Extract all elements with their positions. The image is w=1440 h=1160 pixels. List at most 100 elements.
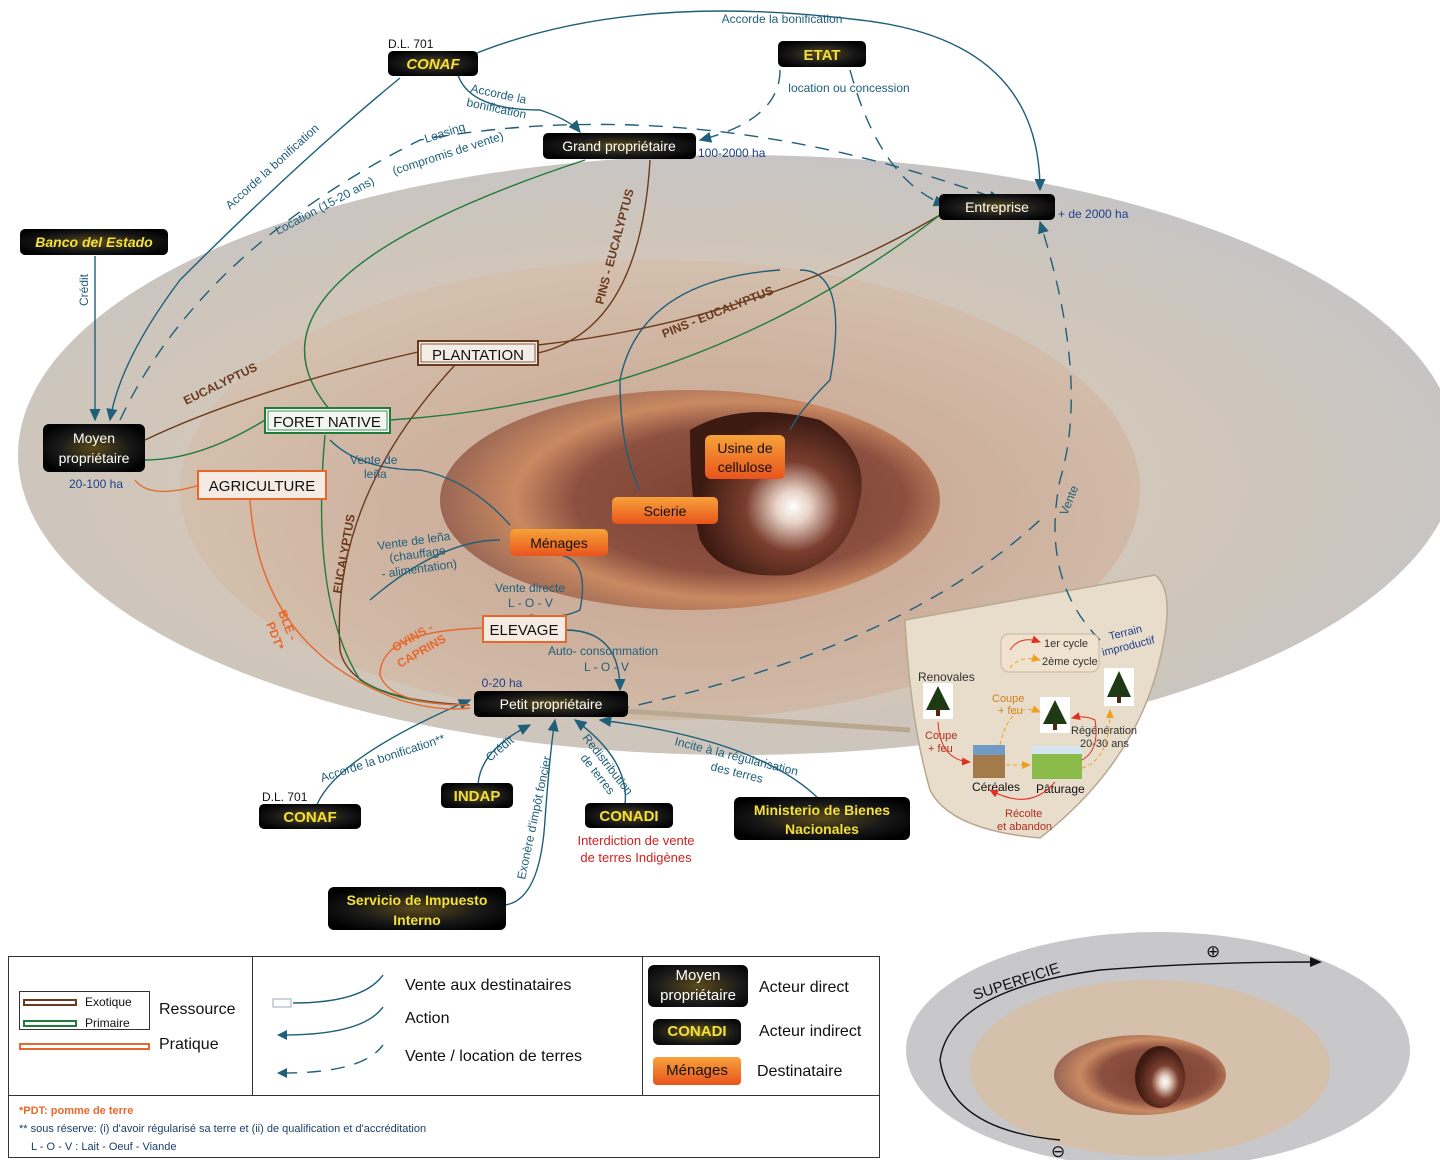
edge-entreprise-usine — [789, 269, 837, 431]
conadi-note1: Interdiction de vente — [577, 833, 694, 848]
actor-conadi[interactable]: CONADI Interdiction de vente de terres I… — [577, 803, 695, 865]
dest-menages-label: Ménages — [530, 535, 588, 551]
dest-usine[interactable]: Usine de cellulose — [705, 435, 785, 479]
actor-indap[interactable]: INDAP — [441, 783, 513, 808]
superficie-plus: ⊕ — [1206, 942, 1220, 961]
legend-acteur-direct: Acteur direct — [759, 979, 849, 996]
tree-icon — [1104, 668, 1134, 706]
dest-scierie[interactable]: Scierie — [612, 497, 718, 524]
label-auto1: Auto- consommation — [548, 644, 658, 658]
edge-etat-entreprise — [849, 69, 947, 207]
edge-ministerio-petit — [598, 715, 821, 801]
cycle-1er: 1er cycle — [1044, 638, 1088, 650]
edge-etat-grand — [698, 69, 781, 143]
label-accorde-petit: Accorde la bonification** — [319, 731, 447, 785]
label-vente-directe2: L - O - V — [508, 596, 553, 610]
superficie-minus: ⊖ — [1051, 1142, 1065, 1160]
pasture-icon — [1032, 746, 1082, 779]
label-vente-lena1: Vente de — [350, 453, 398, 467]
conaf-bottom-tag: D.L. 701 — [262, 790, 308, 804]
grand-size: 100-2000 ha — [698, 146, 766, 160]
actor-entreprise[interactable]: Entreprise + de 2000 ha — [939, 194, 1129, 221]
edge-plantation-moyen — [144, 351, 419, 441]
dest-menages[interactable]: Ménages — [510, 529, 608, 556]
etat-label: ETAT — [804, 47, 841, 64]
edge-agri-menages — [369, 539, 501, 601]
legend-exotique-swatch — [23, 999, 77, 1006]
footnote-pdt: *PDT: pomme de terre — [19, 1105, 134, 1117]
actor-servicio[interactable]: Servicio de Impuesto Interno — [328, 887, 506, 930]
actor-grand-proprietaire[interactable]: Grand propriétaire 100-2000 ha — [543, 133, 766, 160]
actor-etat[interactable]: ETAT — [778, 41, 866, 67]
moyen-label1: Moyen — [73, 430, 115, 446]
resource-plantation-label: PLANTATION — [432, 347, 524, 364]
actor-ministerio[interactable]: Ministerio de Bienes Nacionales — [734, 797, 910, 840]
cycle-link — [609, 707, 911, 733]
edge-foret-entreprise — [389, 214, 941, 421]
edge-plantation-grand — [537, 159, 651, 354]
moyen-size: 20-100 ha — [69, 477, 123, 491]
edge-foret-grand — [303, 159, 586, 411]
edge-servicio-petit — [504, 718, 559, 906]
edge-vente-entreprise — [1038, 220, 1101, 641]
legend-pratique-swatch — [19, 1043, 150, 1050]
edge-agri-petit — [249, 499, 471, 710]
legend-primaire: Primaire — [85, 1016, 130, 1030]
cycle-coupe-b1: Coupe — [992, 693, 1024, 705]
edge-foret-moyen — [144, 419, 266, 461]
label-auto2: L - O - V — [584, 660, 629, 674]
label-credit-banco: Crédit — [77, 273, 91, 306]
resource-elevage[interactable]: ELEVAGE — [482, 615, 567, 643]
edge-conaf-entreprise — [459, 10, 1046, 192]
edge-grand-scierie — [619, 269, 781, 491]
field-icon — [973, 745, 1005, 778]
resource-agriculture[interactable]: AGRICULTURE — [197, 470, 327, 500]
legend-exotique-box — [19, 991, 150, 1030]
label-vente-directe1: Vente directe — [495, 581, 565, 595]
resource-foret-native[interactable]: FORET NATIVE — [264, 407, 391, 434]
cycle-renovales: Renovales — [918, 670, 975, 684]
cycle-coupe-a1: Coupe — [925, 730, 957, 742]
servicio-label1: Servicio de Impuesto — [347, 892, 488, 908]
cycle-regeneration2: 20-30 ans — [1080, 738, 1129, 750]
cycle-cereales: Céréales — [972, 780, 1020, 794]
entreprise-size: + de 2000 ha — [1058, 207, 1129, 221]
conaf-top-label: CONAF — [406, 56, 460, 73]
label-accorde-top: Accorde la bonification — [722, 12, 843, 26]
banco-label: Banco del Estado — [35, 234, 153, 250]
resource-agriculture-label: AGRICULTURE — [209, 478, 315, 495]
cycle-recolte2: et abandon — [997, 821, 1052, 833]
edge-agri-moyen — [134, 479, 201, 493]
actor-petit-proprietaire[interactable]: Petit propriétaire 0-20 ha — [474, 676, 628, 717]
actor-moyen-proprietaire[interactable]: Moyen propriétaire 20-100 ha — [43, 424, 145, 491]
legend-moyen2: propriétaire — [660, 987, 736, 1004]
entreprise-label: Entreprise — [965, 199, 1029, 215]
ministerio-label1: Ministerio de Bienes — [754, 802, 890, 818]
legend-actors: Moyen propriétaire Acteur direct CONADI … — [643, 957, 881, 1095]
resource-elevage-label: ELEVAGE — [490, 622, 559, 639]
label-location-conc: location ou concession — [788, 81, 909, 95]
cycle-recolte1: Récolte — [1005, 808, 1042, 820]
resource-plantation[interactable]: PLANTATION — [417, 340, 539, 366]
tree-icon — [1040, 697, 1070, 733]
legend-exotique: Exotique — [85, 995, 132, 1009]
moyen-label2: propriétaire — [59, 450, 130, 466]
edge-plantation-entreprise — [537, 214, 941, 346]
conaf-bottom-label: CONAF — [283, 809, 336, 826]
actor-conaf-top[interactable]: D.L. 701 CONAF — [388, 37, 478, 76]
petit-size: 0-20 ha — [482, 676, 523, 690]
actor-banco[interactable]: Banco del Estado — [20, 229, 168, 255]
edge-conaf-grand — [457, 74, 581, 134]
legend-acteur-indirect: Acteur indirect — [759, 1023, 862, 1040]
legend-destinataire: Destinataire — [757, 1063, 843, 1080]
edge-petit-entreprise — [614, 519, 1041, 711]
actor-conaf-bottom[interactable]: D.L. 701 CONAF — [259, 790, 361, 829]
legend-flows: Vente aux destinataires Action Vente / l… — [253, 957, 643, 1095]
legend-footnotes: *PDT: pomme de terre ** sous réserve: (i… — [9, 1095, 879, 1157]
cycle-coupe-a2: + feu — [928, 743, 953, 755]
cycle-paturage: Pâturage — [1036, 782, 1085, 796]
dest-usine-label2: cellulose — [718, 459, 773, 475]
legend-ressource: Ressource — [159, 1001, 236, 1018]
tree-icon — [923, 683, 953, 719]
label-accorde-moyen: Accorde la bonification — [223, 121, 322, 212]
